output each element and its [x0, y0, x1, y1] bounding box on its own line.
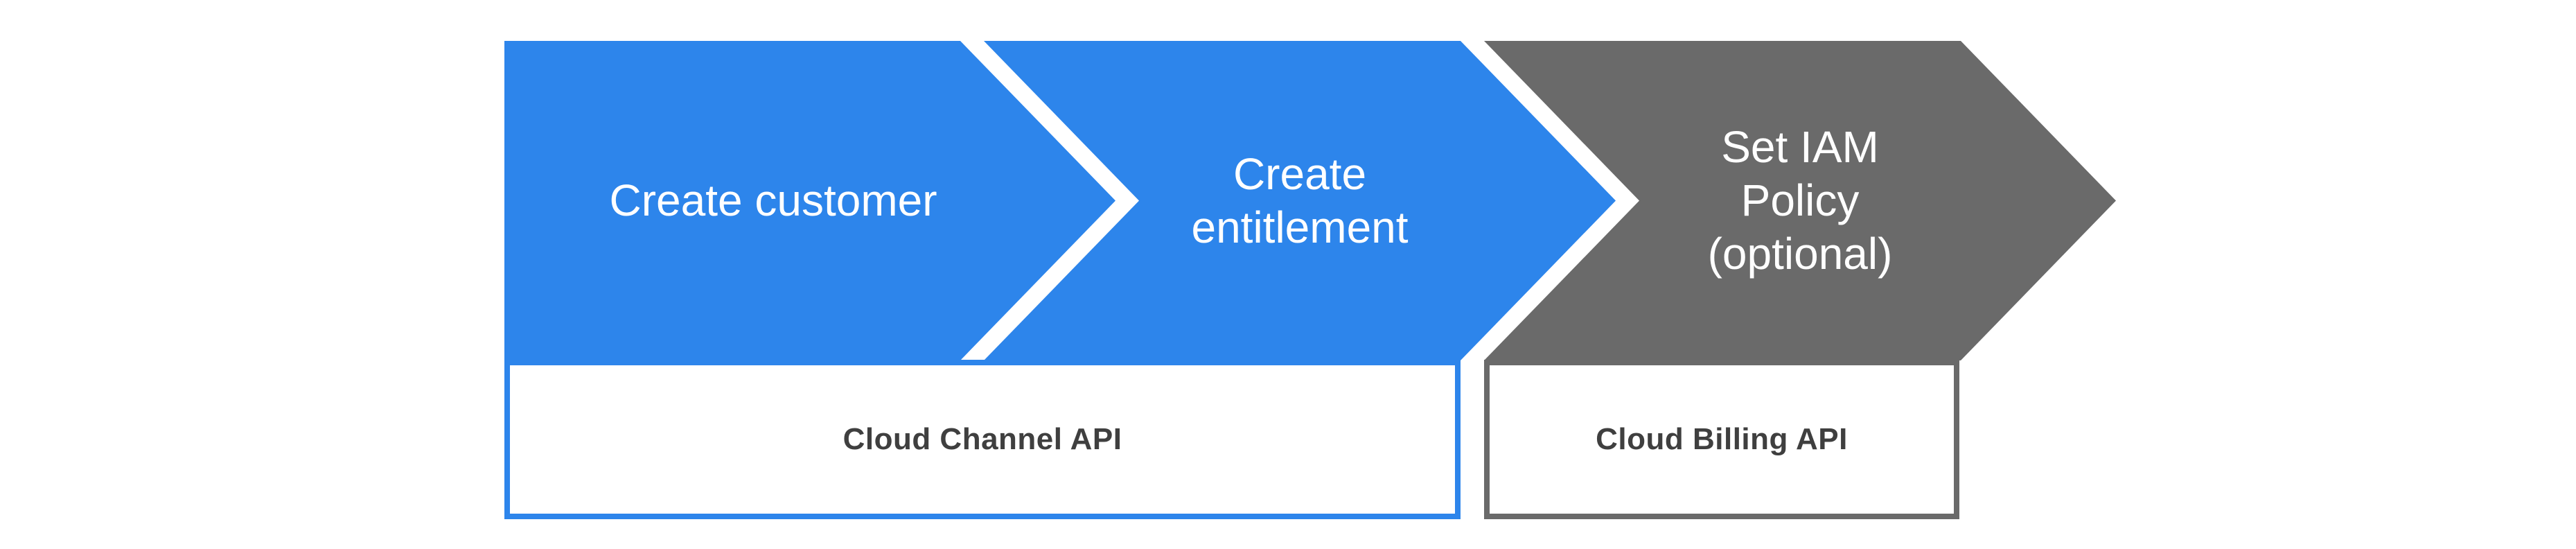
step-label-create-customer: Create customer [609, 175, 937, 226]
step-chevron-set-iam-policy: Set IAM Policy (optional) [1484, 41, 2116, 360]
step-chevron-create-customer: Create customer [504, 41, 1115, 360]
api-box-cloud-billing: Cloud Billing API [1484, 360, 1959, 519]
step-label-create-entitlement: Create entitlement [1191, 148, 1409, 252]
step-label-set-iam-policy: Set IAM Policy (optional) [1707, 122, 1893, 279]
api-label-cloud-billing: Cloud Billing API [1596, 422, 1848, 456]
api-label-cloud-channel: Cloud Channel API [843, 422, 1122, 456]
api-box-cloud-channel: Cloud Channel API [504, 360, 1461, 519]
